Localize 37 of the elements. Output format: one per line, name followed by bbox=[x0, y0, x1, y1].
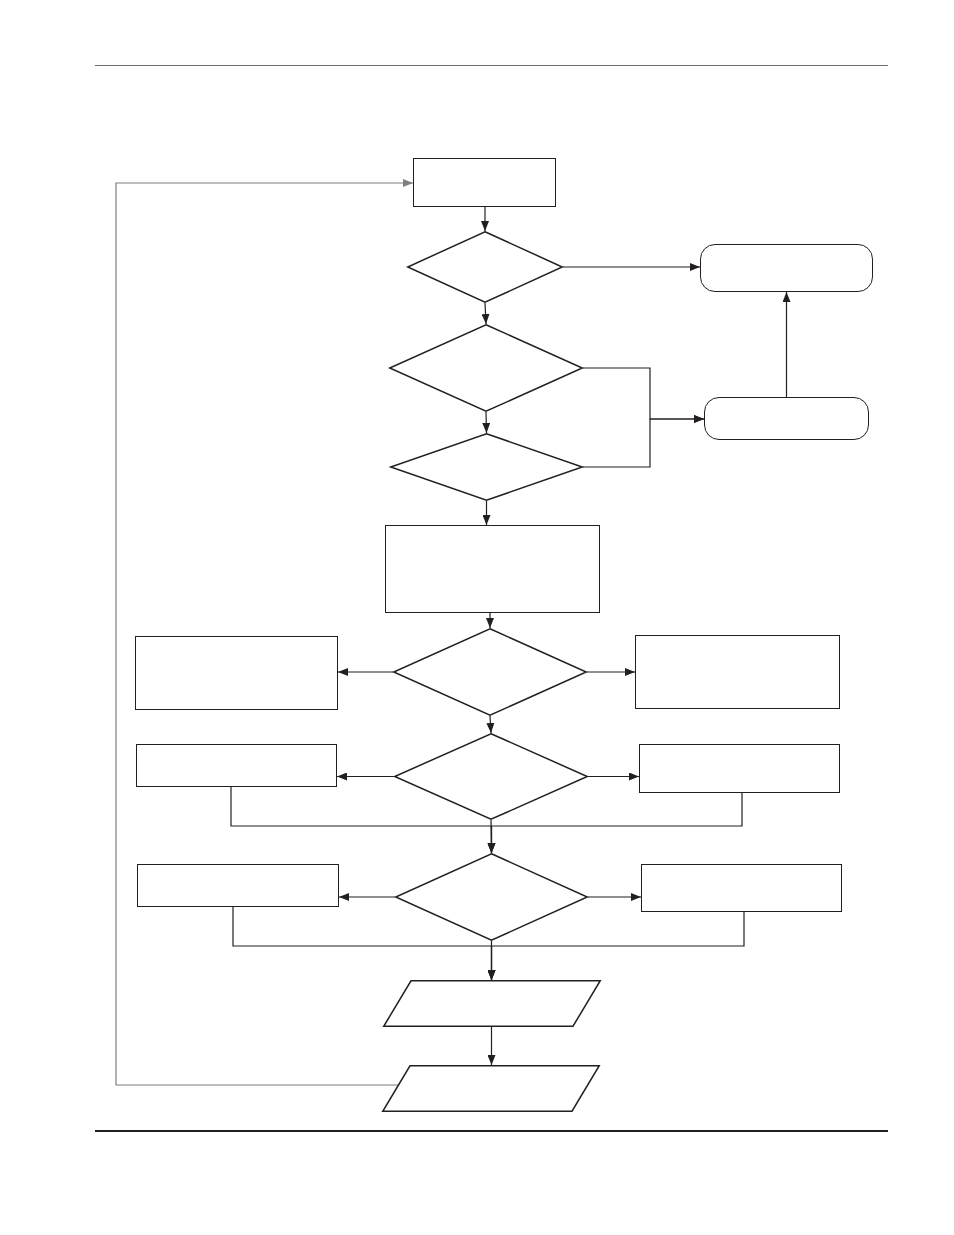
arrow bbox=[487, 911, 745, 981]
rounded-box bbox=[704, 397, 869, 440]
arrow bbox=[337, 668, 394, 676]
process-box bbox=[385, 525, 600, 613]
arrow bbox=[481, 302, 490, 325]
process-box bbox=[635, 635, 840, 709]
decision-diamond bbox=[390, 433, 583, 501]
rounded-box bbox=[700, 244, 873, 292]
data-parallelogram bbox=[382, 980, 601, 1027]
arrow bbox=[487, 792, 743, 854]
arrow bbox=[482, 500, 491, 526]
arrow bbox=[582, 415, 705, 468]
process-box bbox=[137, 864, 339, 907]
decision-diamond bbox=[389, 324, 583, 412]
process-box bbox=[136, 744, 337, 787]
decision-diamond bbox=[394, 733, 588, 820]
arrow bbox=[487, 1026, 496, 1066]
arrow bbox=[586, 668, 636, 676]
arrow bbox=[587, 893, 642, 901]
arrow bbox=[587, 772, 640, 781]
arrow bbox=[562, 263, 701, 271]
arrow bbox=[115, 179, 414, 1086]
decision-diamond bbox=[395, 853, 588, 941]
arrow bbox=[338, 893, 396, 901]
process-box bbox=[641, 864, 842, 912]
arrow bbox=[482, 411, 491, 434]
data-parallelogram bbox=[382, 1065, 600, 1112]
decision-diamond bbox=[407, 231, 563, 303]
arrow bbox=[336, 772, 395, 781]
process-box bbox=[135, 636, 338, 710]
arrow bbox=[782, 291, 791, 398]
arrow bbox=[481, 206, 489, 232]
process-box bbox=[413, 158, 556, 207]
process-box bbox=[639, 744, 840, 793]
decision-diamond bbox=[393, 628, 587, 716]
arrow bbox=[486, 612, 494, 629]
arrow bbox=[486, 715, 495, 734]
